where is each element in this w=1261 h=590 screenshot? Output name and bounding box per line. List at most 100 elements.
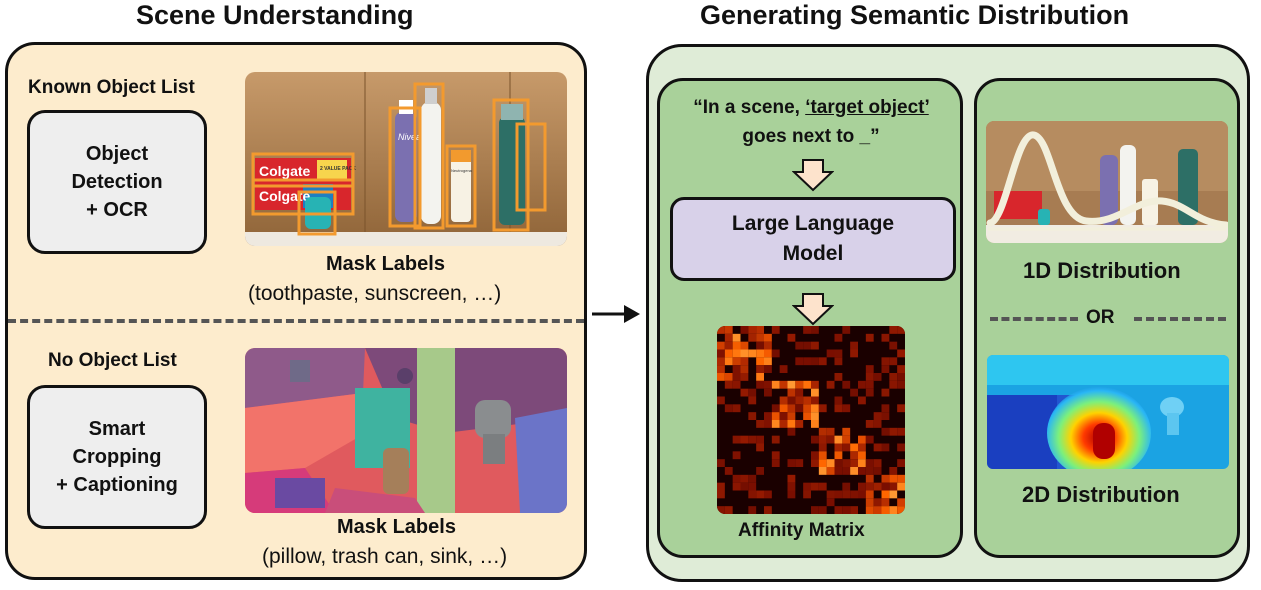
matrix-cell <box>717 357 725 366</box>
pipeline-arrow <box>592 305 640 323</box>
matrix-cell <box>881 427 890 436</box>
matrix-cell <box>732 474 741 483</box>
matrix-cell <box>748 482 757 491</box>
matrix-cell <box>771 451 780 460</box>
matrix-cell <box>865 506 874 514</box>
matrix-cell <box>795 388 804 397</box>
matrix-cell <box>834 357 843 366</box>
matrix-cell <box>881 412 890 420</box>
matrix-cell <box>873 412 882 420</box>
matrix-cell <box>803 482 811 491</box>
matrix-cell <box>850 459 858 467</box>
matrix-cell <box>740 474 749 483</box>
matrix-cell <box>748 388 757 397</box>
sunscreen-brand-text: Neutrogena <box>451 168 473 173</box>
matrix-cell <box>779 396 788 405</box>
matrix-cell <box>826 467 835 475</box>
matrix-cell <box>764 388 772 397</box>
down-arrow-to-llm <box>792 159 834 192</box>
matrix-cell <box>881 357 890 366</box>
matrix-cell <box>724 506 733 514</box>
matrix-cell <box>865 435 874 444</box>
prompt-end: goes next to _” <box>742 126 880 147</box>
matrix-cell <box>842 467 851 475</box>
matrix-cell <box>897 459 905 467</box>
matrix-cell <box>865 490 874 499</box>
matrix-cell <box>897 326 905 334</box>
matrix-cell <box>771 326 780 334</box>
matrix-cell <box>756 420 764 428</box>
matrix-cell <box>717 349 725 358</box>
matrix-cell <box>756 373 764 381</box>
matrix-cell <box>748 490 757 499</box>
matrix-cell <box>717 341 725 350</box>
matrix-cell <box>740 435 749 444</box>
matrix-cell <box>764 341 772 350</box>
or-divider-left <box>990 317 1078 321</box>
matrix-cell <box>873 373 882 381</box>
matrix-cell <box>834 396 843 405</box>
matrix-cell <box>764 380 772 389</box>
matrix-cell <box>724 467 733 475</box>
matrix-cell <box>826 427 835 436</box>
matrix-cell <box>756 326 764 334</box>
matrix-cell <box>764 412 772 420</box>
matrix-cell <box>764 333 772 342</box>
matrix-cell <box>771 349 780 358</box>
matrix-cell <box>764 420 772 428</box>
matrix-cell <box>811 506 819 514</box>
lotion-brand-text: Nivea <box>398 132 421 142</box>
matrix-cell <box>724 404 733 413</box>
llm-prompt-text: “In a scene, ‘target object’ goes next t… <box>672 93 950 151</box>
matrix-cell <box>732 365 741 373</box>
matrix-cell <box>724 357 733 366</box>
matrix-cell <box>865 482 874 491</box>
mask-labels-title-known: Mask Labels <box>326 253 445 275</box>
matrix-cell <box>811 341 819 350</box>
matrix-cell <box>834 435 843 444</box>
matrix-cell <box>850 467 858 475</box>
matrix-cell <box>897 427 905 436</box>
matrix-cell <box>764 365 772 373</box>
matrix-cell <box>826 380 835 389</box>
matrix-cell <box>795 459 804 467</box>
matrix-cell <box>842 443 851 452</box>
prompt-start: “In a scene, <box>693 97 806 118</box>
matrix-cell <box>771 420 780 428</box>
matrix-cell <box>717 459 725 467</box>
matrix-cell <box>842 459 851 467</box>
matrix-cell <box>873 506 882 514</box>
matrix-cell <box>811 388 819 397</box>
matrix-cell <box>732 341 741 350</box>
mask-labels-title-none: Mask Labels <box>337 516 456 538</box>
matrix-cell <box>811 459 819 467</box>
matrix-cell <box>834 451 843 460</box>
matrix-cell <box>717 326 725 334</box>
1d-distribution-illustration <box>986 121 1228 243</box>
matrix-cell <box>865 333 874 342</box>
matrix-cell <box>834 490 843 499</box>
matrix-cell <box>764 349 772 358</box>
matrix-cell <box>803 326 811 334</box>
matrix-cell <box>889 474 898 483</box>
matrix-cell <box>748 333 757 342</box>
matrix-cell <box>889 482 898 491</box>
toothpaste-brand-text-2: Colgate <box>259 188 311 204</box>
matrix-cell <box>811 396 819 405</box>
matrix-cell <box>756 365 764 373</box>
matrix-cell <box>811 482 819 491</box>
matrix-cell <box>865 498 874 507</box>
matrix-cell <box>748 435 757 444</box>
matrix-cell <box>842 490 851 499</box>
matrix-cell <box>787 482 796 491</box>
matrix-cell <box>842 326 851 334</box>
matrix-cell <box>724 333 733 342</box>
matrix-cell <box>881 365 890 373</box>
matrix-cell <box>779 420 788 428</box>
matrix-cell <box>826 498 835 507</box>
matrix-cell <box>740 482 749 491</box>
matrix-cell <box>787 474 796 483</box>
matrix-cell <box>850 490 858 499</box>
matrix-cell <box>818 357 827 366</box>
matrix-cell <box>873 498 882 507</box>
